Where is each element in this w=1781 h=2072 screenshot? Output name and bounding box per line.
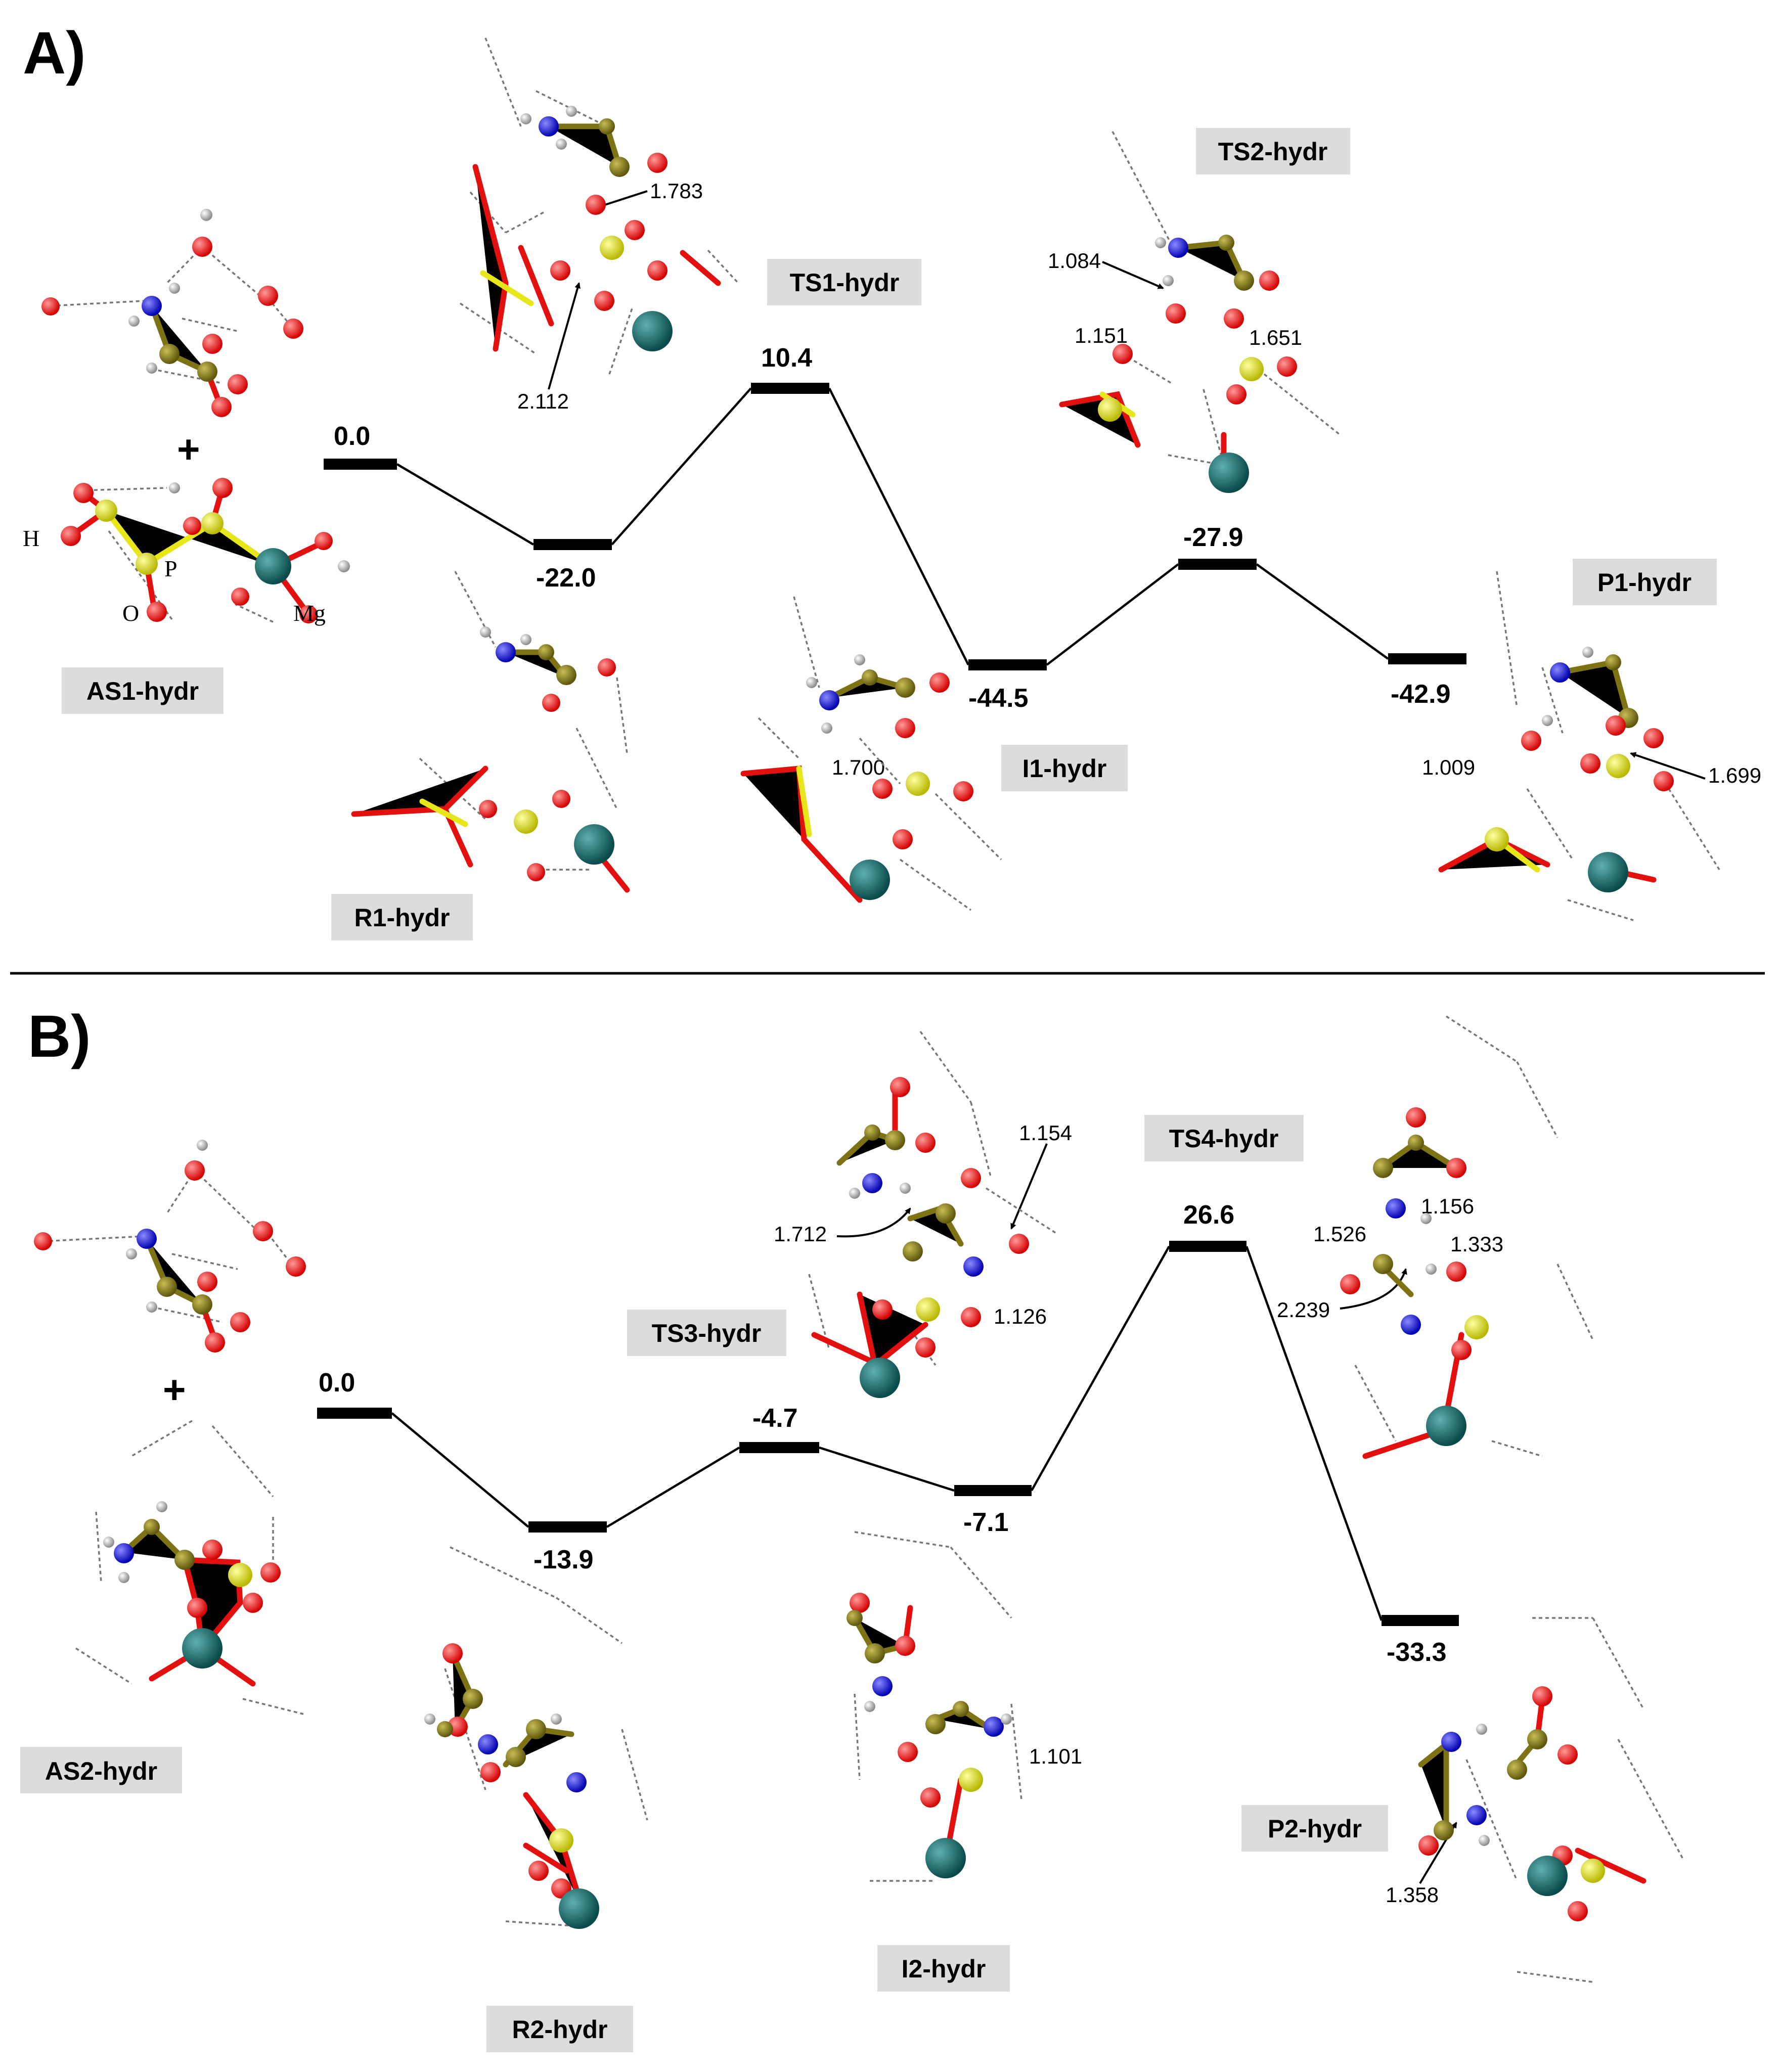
molecule-i1-hydr	[740, 596, 1002, 911]
energy-b4: -7.1	[963, 1508, 1009, 1537]
molecule-r2-hydr	[424, 1546, 648, 1929]
label-r1-hydr: R1-hydr	[354, 904, 450, 932]
dist-b-1126: 1.126	[994, 1304, 1047, 1328]
molecule-ts3-hydr	[808, 1030, 1057, 1398]
energy-a1: 0.0	[334, 422, 370, 451]
dist-b-1156: 1.156	[1421, 1194, 1474, 1218]
label-ts1-hydr: TS1-hydr	[790, 268, 900, 297]
atom-label-p: P	[164, 556, 177, 581]
label-p2-hydr: P2-hydr	[1268, 1815, 1362, 1843]
energy-b6: -33.3	[1387, 1638, 1447, 1667]
molecule-as2-hydr: +	[34, 1140, 306, 1715]
dist-b-1712: 1.712	[774, 1222, 827, 1246]
label-p1-hydr: P1-hydr	[1597, 568, 1691, 597]
panel-b-letter: B)	[28, 1003, 91, 1070]
energy-a4: -44.5	[968, 684, 1029, 713]
molecule-r1-hydr	[351, 571, 630, 893]
molecule-ts4-hydr	[1340, 1015, 1594, 1459]
molecule-p1-hydr	[1438, 571, 1720, 921]
dist-b-1358: 1.358	[1386, 1883, 1439, 1907]
energy-b3: -4.7	[752, 1404, 798, 1433]
label-as1-hydr: AS1-hydr	[86, 677, 199, 705]
dist-b-1526: 1.526	[1313, 1222, 1366, 1246]
energy-a5: -27.9	[1183, 523, 1243, 552]
atom-label-o: O	[122, 600, 139, 626]
label-r2-hydr: R2-hydr	[512, 2015, 608, 2044]
dist-a-1084: 1.084	[1048, 249, 1101, 273]
label-ts2-hydr: TS2-hydr	[1218, 138, 1328, 166]
dist-a-1783: 1.783	[650, 179, 703, 203]
dist-a-2112: 2.112	[517, 389, 569, 413]
molecule-ts1-hydr	[460, 37, 739, 375]
plus-b: +	[163, 1367, 186, 1412]
energy-a3: 10.4	[761, 343, 812, 373]
label-i2-hydr: I2-hydr	[902, 1955, 986, 1983]
dist-b-1101: 1.101	[1029, 1744, 1082, 1768]
panel-b-structure-labels: AS2-hydr R2-hydr TS3-hydr I2-hydr TS4-hy…	[20, 1115, 1388, 2052]
label-i1-hydr: I1-hydr	[1022, 754, 1107, 783]
dist-a-1700: 1.700	[832, 755, 885, 779]
molecule-as1-hydr: + H P O Mg	[23, 209, 350, 626]
atom-label-mg: Mg	[293, 600, 326, 626]
panel-b-distances: 1.154 1.712 1.126 1.101 1.156 1.526 1.33…	[774, 1121, 1503, 1907]
dist-a-1151: 1.151	[1075, 324, 1128, 347]
molecule-p2-hydr	[1418, 1617, 1685, 1983]
label-as2-hydr: AS2-hydr	[45, 1757, 157, 1785]
dist-b-2239: 2.239	[1277, 1298, 1330, 1322]
energy-b1: 0.0	[319, 1368, 355, 1398]
dist-a-1699: 1.699	[1708, 763, 1761, 787]
molecule-ts2-hydr	[1059, 131, 1341, 493]
panel-a-distances: 1.783 2.112 1.700 1.084 1.151 1.651 1.00…	[517, 179, 1761, 787]
molecule-i2-hydr	[847, 1531, 1022, 1882]
energy-a6: -42.9	[1391, 680, 1451, 709]
panel-b-energy-profile: 0.0 -13.9 -4.7 -7.1 26.6 -33.3	[317, 1200, 1459, 1667]
panel-a-structure-labels: AS1-hydr R1-hydr TS1-hydr I1-hydr TS2-hy…	[62, 128, 1717, 940]
dist-b-1333: 1.333	[1450, 1232, 1503, 1256]
dist-a-1009: 1.009	[1422, 755, 1475, 779]
energy-b5: 26.6	[1183, 1200, 1234, 1230]
energy-a2: -22.0	[536, 563, 596, 593]
plus-a: +	[177, 427, 200, 471]
panel-a-letter: A)	[23, 20, 86, 86]
dist-b-1154: 1.154	[1019, 1121, 1072, 1145]
dist-a-1651: 1.651	[1249, 326, 1302, 349]
panel-a-energy-profile: 0.0 -22.0 10.4 -44.5 -27.9 -42.9	[324, 343, 1466, 713]
energy-b2: -13.9	[533, 1545, 594, 1574]
atom-label-h: H	[23, 525, 39, 551]
label-ts3-hydr: TS3-hydr	[652, 1319, 762, 1347]
label-ts4-hydr: TS4-hydr	[1169, 1124, 1279, 1153]
